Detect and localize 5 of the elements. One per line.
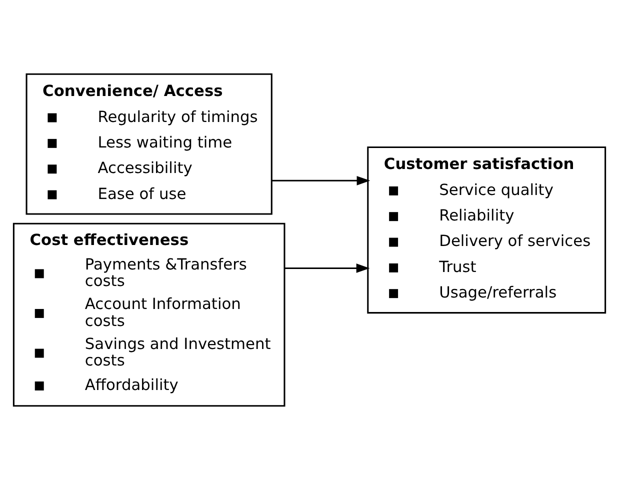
node-box: Cost effectiveness Payments &Transfers costs Account Information costs Savings and Investment costs Affordability <box>12 222 286 406</box>
node-box: Customer satisfaction Service quality Reliability Delivery of services Trust Usage/referrals <box>367 146 606 314</box>
node-box: Convenience/ Access Regularity of timings Less waiting time Accessibility Ease of use <box>26 72 272 214</box>
arrow <box>272 175 370 185</box>
arrow <box>284 263 370 272</box>
